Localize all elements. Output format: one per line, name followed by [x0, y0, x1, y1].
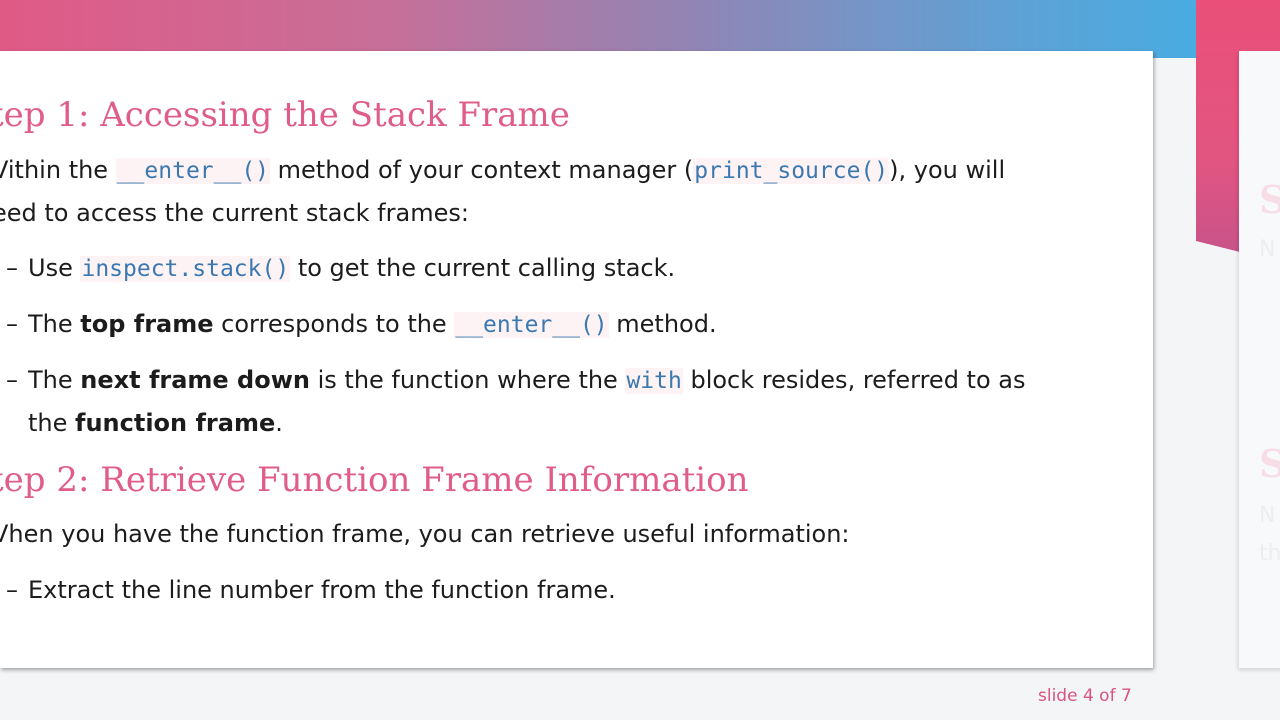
bullet-item: – Use inspect.stack() to get the current… [6, 247, 1106, 290]
code-inline: __enter__() [115, 158, 271, 184]
text: The [28, 366, 81, 394]
preview-text-fragment: N [1259, 503, 1276, 528]
text: Extract the line number from the functio… [28, 576, 616, 604]
text: eed to access the current stack frames: [0, 199, 469, 227]
bullet-item: – The next frame down is the function wh… [6, 359, 1106, 444]
bullet-item: – Extract the line number from the funct… [6, 569, 1106, 611]
step1-paragraph: Vithin the __enter__() method of your co… [0, 149, 1112, 234]
preview-heading-fragment: S [1259, 177, 1280, 222]
step2-heading: tep 2: Retrieve Function Frame Informati… [0, 460, 749, 500]
text: method. [608, 310, 717, 338]
preview-text-fragment: th [1259, 541, 1280, 566]
slide-content: tep 1: Accessing the Stack Frame Vithin … [0, 51, 1153, 668]
slide-counter: slide 4 of 7 [1038, 686, 1132, 706]
preview-text-fragment: N [1259, 237, 1276, 262]
step1-heading: tep 1: Accessing the Stack Frame [0, 95, 570, 135]
bold-term: function frame [75, 409, 276, 437]
next-slide-preview[interactable]: S N S N th [1239, 51, 1280, 668]
bold-term: top frame [80, 310, 214, 338]
bullet-dash: – [6, 366, 18, 394]
code-inline: inspect.stack() [80, 256, 291, 282]
text: block resides, referred to as [682, 366, 1026, 394]
bullet-dash: – [6, 310, 18, 338]
text: corresponds to the [213, 310, 455, 338]
code-inline: print_source() [693, 158, 890, 184]
text: to get the current calling stack. [290, 254, 676, 282]
text: the [28, 409, 76, 437]
bold-term: next frame down [80, 366, 310, 394]
text: . [275, 409, 283, 437]
text: Use [28, 254, 81, 282]
text: method of your context manager ( [270, 156, 694, 184]
code-inline: with [625, 368, 683, 394]
bullet-dash: – [6, 254, 18, 282]
text: is the function where the [309, 366, 626, 394]
step2-paragraph: Vhen you have the function frame, you ca… [0, 520, 850, 548]
header-gradient-bar [0, 0, 1280, 58]
text: The [28, 310, 81, 338]
text: ), you will [889, 156, 1006, 184]
bullet-dash: – [6, 576, 18, 604]
code-inline: __enter__() [454, 312, 609, 338]
text: Vithin the [0, 156, 116, 184]
bullet-item: – The top frame corresponds to the __ent… [6, 303, 1106, 346]
preview-heading-fragment: S [1259, 441, 1280, 486]
